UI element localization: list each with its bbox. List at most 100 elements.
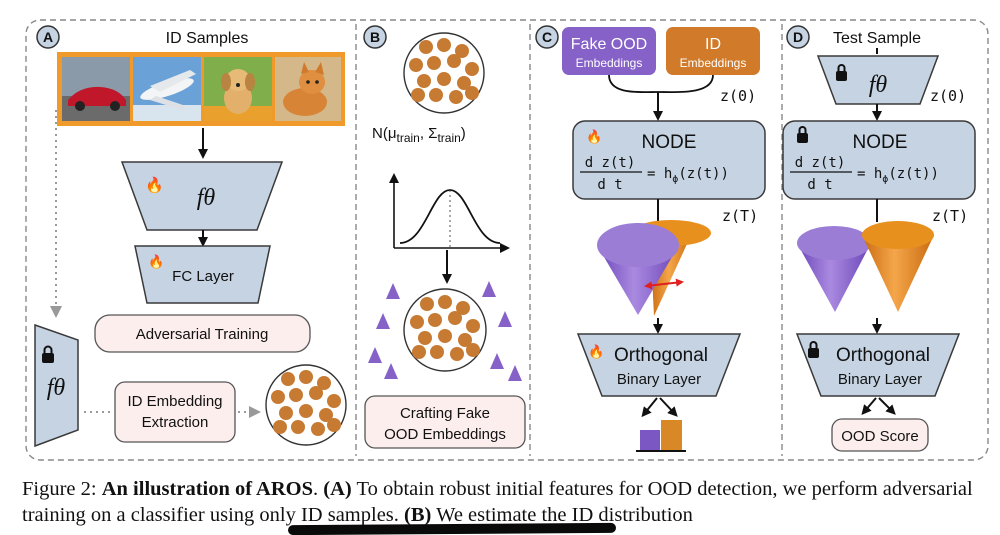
- id-cone-d: [862, 235, 934, 312]
- fake-ood-line1: Fake OOD: [571, 36, 647, 53]
- embedding-dot: [412, 345, 426, 359]
- embedding-dots-b-bottom: [410, 295, 480, 361]
- embedding-dot: [279, 406, 293, 420]
- ood-cone-top-d: [797, 226, 871, 260]
- zT-label-c: z(T): [722, 207, 758, 225]
- embedding-dot: [309, 386, 323, 400]
- crafting-line2: OOD Embeddings: [384, 426, 506, 443]
- embedding-dot: [449, 90, 463, 104]
- node-label-c: NODE: [642, 132, 697, 153]
- embedding-dot: [289, 388, 303, 402]
- crafting-box: [364, 395, 526, 449]
- orth-line2-c: Binary Layer: [617, 371, 701, 388]
- embedding-dot: [427, 56, 441, 70]
- fake-ood-triangle: [482, 281, 496, 297]
- lock-icon: [42, 345, 54, 363]
- embedding-dot: [418, 331, 432, 345]
- id-bar-c: [661, 420, 682, 451]
- caption-a-tag: (A): [323, 478, 352, 500]
- fake-ood-triangle: [384, 363, 398, 379]
- encoder-block: [120, 161, 284, 231]
- eq-rhs-d: = hϕ(z(t)): [857, 166, 939, 185]
- adversarial-training-box: [94, 314, 311, 353]
- embedding-dot: [455, 44, 469, 58]
- extraction-line2: Extraction: [142, 414, 209, 431]
- eq-num-d: d z(t): [795, 155, 846, 171]
- distribution-label: N(μtrain, Σtrain): [372, 125, 466, 145]
- embedding-dot: [465, 62, 479, 76]
- embedding-dot: [327, 394, 341, 408]
- embedding-dot: [437, 38, 451, 52]
- ood-bar-c: [640, 430, 660, 451]
- embedding-dot: [430, 345, 444, 359]
- encoder-label: fθ: [197, 185, 216, 211]
- caption-b-tag: (B): [404, 504, 432, 526]
- id-embeddings-box: [666, 27, 760, 75]
- embedding-dot: [411, 88, 425, 102]
- panel-b: B N(μtrain, Σtrain) Crafting Fake OOD Em…: [363, 25, 526, 449]
- ood-score-label: OOD Score: [841, 428, 919, 445]
- fc-layer-block: [134, 245, 271, 304]
- extraction-line1: ID Embedding: [127, 393, 222, 410]
- merge-curve: [608, 74, 714, 94]
- arrow-out-right-d: [878, 397, 896, 415]
- fake-ood-line2: Embeddings: [576, 56, 643, 70]
- id-cone-top-d: [862, 221, 934, 249]
- fake-ood-triangle: [508, 365, 522, 381]
- panel-d-badge: [786, 25, 810, 49]
- fake-ood-triangle: [386, 283, 400, 299]
- orth-line1-c: Orthogonal: [614, 345, 708, 366]
- extraction-box: [114, 381, 236, 443]
- lock-icon: [797, 126, 808, 143]
- id-embeddings-line2: Embeddings: [680, 56, 747, 70]
- panel-b-letter: B: [370, 29, 380, 45]
- orthogonal-layer-d: [795, 333, 961, 397]
- embedding-dot: [410, 315, 424, 329]
- node-block-d: [782, 120, 976, 200]
- embedding-dot: [319, 408, 333, 422]
- embedding-dot: [409, 58, 423, 72]
- eq-num-c: d z(t): [585, 155, 636, 171]
- orth-line1-d: Orthogonal: [836, 345, 930, 366]
- lock-icon: [836, 64, 847, 81]
- eq-den-c: d t: [597, 177, 622, 193]
- arrow-out-left-d: [861, 397, 877, 416]
- id-embeddings-line1: ID: [705, 36, 721, 53]
- embedding-dot: [428, 313, 442, 327]
- id-samples-title: ID Samples: [166, 30, 249, 47]
- embedding-dots-b-top: [409, 38, 479, 104]
- fake-ood-triangle: [498, 311, 512, 327]
- panel-c-badge: [535, 25, 559, 49]
- image-car: [62, 57, 130, 121]
- embedding-dot: [465, 86, 479, 100]
- embedding-dot: [281, 372, 295, 386]
- separation-arrow: [644, 278, 684, 290]
- flame-icon: 🔥: [586, 129, 602, 144]
- eq-rhs-c: = hϕ(z(t)): [647, 166, 729, 185]
- panel-c: C Fake OOD Embeddings ID Embeddings z(0)…: [535, 25, 766, 452]
- zT-label-d: z(T): [932, 207, 968, 225]
- embedding-dot: [327, 418, 341, 432]
- fake-ood-triangle: [490, 353, 504, 369]
- caption-part1: .: [313, 478, 324, 500]
- embedding-dot: [466, 319, 480, 333]
- outer-frame: [25, 19, 989, 461]
- panel-a-badge: [36, 25, 60, 49]
- embedding-dot: [311, 422, 325, 436]
- panel-d: D Test Sample fθ z(0) NODE d z(t) d t = …: [782, 25, 976, 452]
- ood-score-box: [831, 418, 929, 452]
- caption-title: An illustration of AROS: [101, 478, 314, 500]
- image-dog: [204, 57, 272, 121]
- node-label-d: NODE: [853, 132, 908, 153]
- embedding-dot: [317, 376, 331, 390]
- embedding-dot: [273, 420, 287, 434]
- caption-part2: To obtain robust initial features for OO…: [22, 478, 973, 526]
- z0-label-c: z(0): [720, 87, 756, 105]
- image-airplane: [133, 57, 201, 121]
- adversarial-training-label: Adversarial Training: [136, 326, 269, 343]
- embedding-dot: [299, 404, 313, 418]
- fc-layer-label: FC Layer: [172, 268, 234, 285]
- flame-icon: 🔥: [148, 254, 164, 269]
- panel-c-letter: C: [542, 29, 552, 45]
